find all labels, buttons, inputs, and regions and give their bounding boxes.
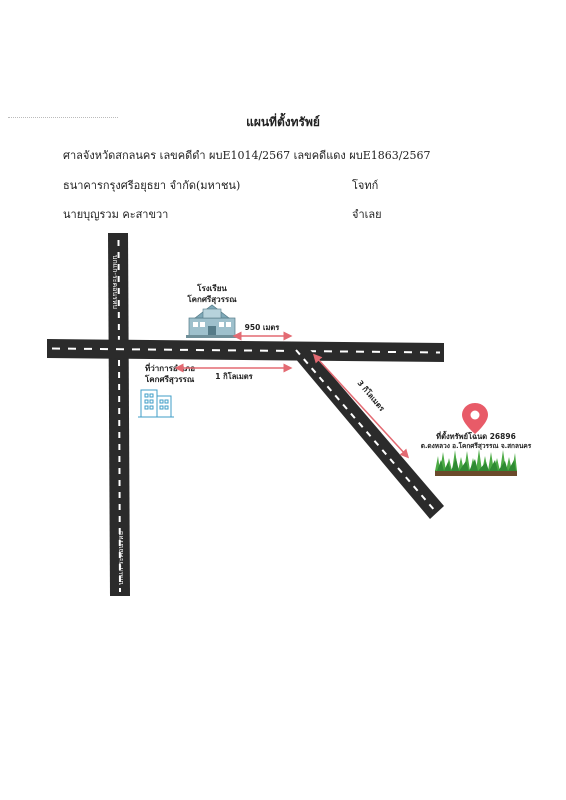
district-office-label-line1: ที่ว่าการอำเภอ (145, 362, 195, 373)
distance-arrow-diagonal (312, 353, 410, 459)
court-case-line: ศาลจังหวัดสกลนคร เลขคดีดำ ผบE1014/2567 เ… (63, 149, 431, 162)
distance-school-label: 950 เมตร (245, 323, 281, 332)
school-label-line2: โคกศรีสุวรรณ (186, 294, 237, 305)
road-name-south: บกแก-ระคอนรหบ (117, 531, 125, 585)
plaintiff-name: ธนาคารกรุงศรีอยุธยา จำกัด(มหาชน) (63, 179, 241, 192)
office-building-icon (138, 389, 174, 418)
diagonal-road (284, 345, 444, 519)
horizontal-road (47, 339, 444, 362)
distance-diagonal-label: 3 กิโลเมตร (355, 378, 387, 414)
property-label-line2: ต.ดงหลวง อ.โคกศรีสุวรรณ จ.สกลนคร (421, 441, 532, 450)
school-label-line1: โรงเรียน (196, 283, 227, 293)
defendant-role: จำเลย (352, 208, 382, 221)
district-office-label-line2: โคกศรีสุวรรณ (144, 374, 195, 385)
school-building-icon (186, 304, 238, 338)
road-name-north: บกแก-ระคอนรหบ (111, 255, 119, 309)
property-label-line1: ที่ตั้งทรัพย์โฉนด 26896 (436, 430, 516, 441)
grass-icon (435, 449, 517, 476)
distance-district-label: 1 กิโลเมตร (215, 371, 253, 381)
plaintiff-role: โจทก์ (352, 179, 379, 192)
location-pin-icon (462, 403, 488, 434)
defendant-name: นายบุญรวม คะสาขวา (63, 208, 169, 221)
page-title: แผนที่ตั้งทรัพย์ (246, 115, 320, 129)
vertical-road (108, 233, 130, 596)
header-separator (8, 117, 118, 118)
